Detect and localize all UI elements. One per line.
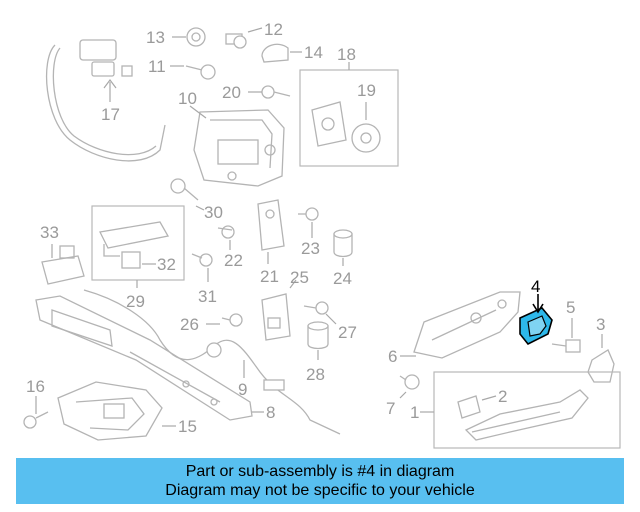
part-5-screw xyxy=(551,318,581,353)
callout-7: 7 xyxy=(386,399,395,418)
callout-24: 24 xyxy=(333,269,352,288)
banner-line-2: Diagram may not be specific to your vehi… xyxy=(165,482,475,499)
callout-9: 9 xyxy=(238,380,247,399)
part-18-striker-kit xyxy=(299,62,399,167)
callout-10: 10 xyxy=(178,89,197,108)
part-11-screw xyxy=(170,64,216,80)
part-24-bushing xyxy=(333,229,353,266)
part-30-screw xyxy=(170,178,205,211)
part-12-bolt xyxy=(225,27,263,49)
part-21-hinge xyxy=(257,199,285,264)
part-3-cap xyxy=(587,334,615,383)
parts-diagram: 17 13 12 14 11 20 10 xyxy=(23,20,621,449)
callout-22: 22 xyxy=(224,251,243,270)
part-8-reinforcement-bar xyxy=(35,295,264,421)
callout-5: 5 xyxy=(566,298,575,317)
part-10-door-latch xyxy=(189,105,285,187)
callout-12: 12 xyxy=(264,20,283,39)
callout-3: 3 xyxy=(596,315,605,334)
part-16-screw xyxy=(23,396,49,429)
part-33-connector xyxy=(41,244,85,285)
callout-4: 4 xyxy=(531,277,540,296)
callout-33: 33 xyxy=(40,223,59,242)
part-1-outside-handle xyxy=(420,371,621,449)
callout-15: 15 xyxy=(178,417,197,436)
info-banner: Part or sub-assembly is #4 in diagram Di… xyxy=(16,458,624,504)
part-28-bushing xyxy=(307,321,329,360)
callout-23: 23 xyxy=(301,239,320,258)
callout-30: 30 xyxy=(204,203,223,222)
callout-6: 6 xyxy=(388,347,397,366)
callout-14: 14 xyxy=(304,43,323,62)
callout-21: 21 xyxy=(260,267,279,286)
part-20-bolt xyxy=(248,85,291,99)
part-6-handle-bracket xyxy=(400,291,521,359)
part-9-control-cable xyxy=(83,289,341,435)
callout-16: 16 xyxy=(26,377,45,396)
part-29-actuator-kit xyxy=(91,205,185,288)
part-7-screw xyxy=(399,374,420,399)
part-26-screw xyxy=(206,313,243,327)
part-22-screw xyxy=(217,225,235,250)
callout-1: 1 xyxy=(410,403,419,422)
callout-25: 25 xyxy=(290,268,309,287)
callout-29: 29 xyxy=(126,292,145,311)
callout-32: 32 xyxy=(157,255,176,274)
banner-line-1: Part or sub-assembly is #4 in diagram xyxy=(185,463,455,480)
part-14-cap xyxy=(261,43,302,63)
callout-11: 11 xyxy=(148,57,166,76)
part-27-screw xyxy=(303,301,337,325)
callout-19: 19 xyxy=(357,81,376,100)
part-4-handle-gasket[interactable] xyxy=(519,294,553,346)
part-17-cable-assembly xyxy=(45,39,166,162)
callout-20: 20 xyxy=(222,83,241,102)
callout-8: 8 xyxy=(266,403,275,422)
callout-13: 13 xyxy=(146,28,165,47)
callout-26: 26 xyxy=(180,315,199,334)
callout-17: 17 xyxy=(101,105,120,124)
callout-27: 27 xyxy=(338,323,357,342)
part-25-hinge xyxy=(261,279,297,341)
callout-31: 31 xyxy=(198,287,217,306)
callout-28: 28 xyxy=(306,365,325,384)
callout-2: 2 xyxy=(498,387,507,406)
part-15-bracket xyxy=(57,381,176,441)
part-31-screw xyxy=(191,253,213,282)
part-23-screw xyxy=(298,207,319,238)
part-13-grommet xyxy=(172,27,206,47)
callout-18: 18 xyxy=(337,45,356,64)
